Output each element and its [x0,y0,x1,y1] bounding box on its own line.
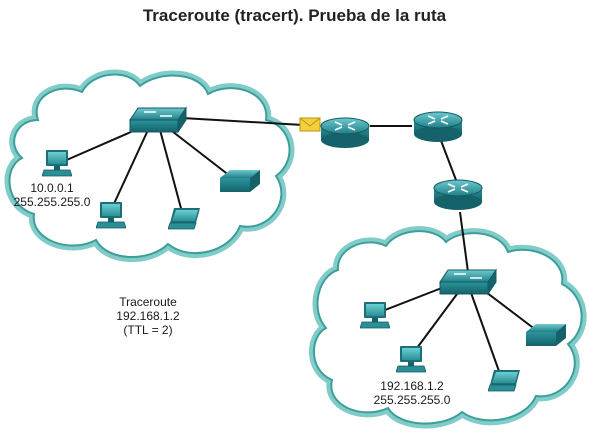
link-r2-to-r3 [439,137,457,181]
printer-icon [220,170,260,192]
traceroute-label: Traceroute [119,295,177,309]
link-sw1-pc2 [111,129,149,209]
link-sw2-pc2 [413,289,461,353]
link-sw1-printer [167,127,231,177]
router-icon [320,117,370,148]
link-sw1-laptop [159,129,183,213]
link-sw1-pc1 [61,127,141,163]
router-icon [433,179,483,210]
printer-icon [526,324,566,346]
link-sw2-laptop [469,289,501,375]
traceroute-target: 192.168.1.2 [116,309,180,323]
traceroute-ttl: (TTL = 2) [123,323,172,337]
switch-icon [129,106,187,134]
links [61,117,537,375]
packet-icon [299,117,321,132]
switch-icon [439,268,497,296]
link-r3-to-switch2 [459,211,469,273]
left-pc-mask: 255.255.255.0 [14,195,91,209]
diagram-title: Traceroute (tracert). Prueba de la ruta [142,6,447,25]
left-pc-ip: 10.0.0.1 [30,181,74,195]
right-pc-mask: 255.255.255.0 [374,393,451,407]
pc-icon [360,302,390,329]
pc-icon [396,346,426,373]
right-pc-ip: 192.168.1.2 [380,379,444,393]
link-switch-to-r1 [181,117,321,127]
router-icon [413,111,463,142]
pc-icon [42,150,72,177]
pc-icon [96,202,126,229]
